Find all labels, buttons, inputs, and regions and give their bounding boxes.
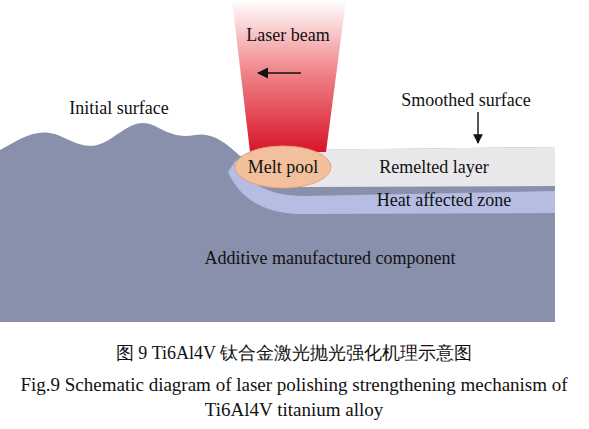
laser-beam (232, 0, 346, 152)
region-label: Heat affected zone (377, 190, 512, 211)
region-label: Melt pool (248, 157, 319, 178)
region-label-box: Additive manufactured component (205, 248, 456, 269)
region-label: Additive manufactured component (205, 248, 456, 269)
region-label-box: Remelted layer (379, 157, 488, 178)
figure-caption-english: Fig.9 Schematic diagram of laser polishi… (11, 372, 577, 422)
figure-caption: 图 9 Ti6Al4V 钛合金激光抛光强化机理示意图 (116, 343, 473, 364)
region-label-box: Heat affected zone (377, 190, 512, 211)
leader-arrow (477, 112, 478, 143)
melt-pool: Melt pool (234, 145, 332, 189)
callout-label: Smoothed surface (401, 90, 530, 111)
callout-label: Laser beam (246, 25, 329, 46)
component-body (0, 123, 555, 322)
region-label: Remelted layer (379, 157, 488, 178)
callout-label: Initial surface (69, 98, 168, 119)
scan-direction-arrow (258, 72, 301, 74)
